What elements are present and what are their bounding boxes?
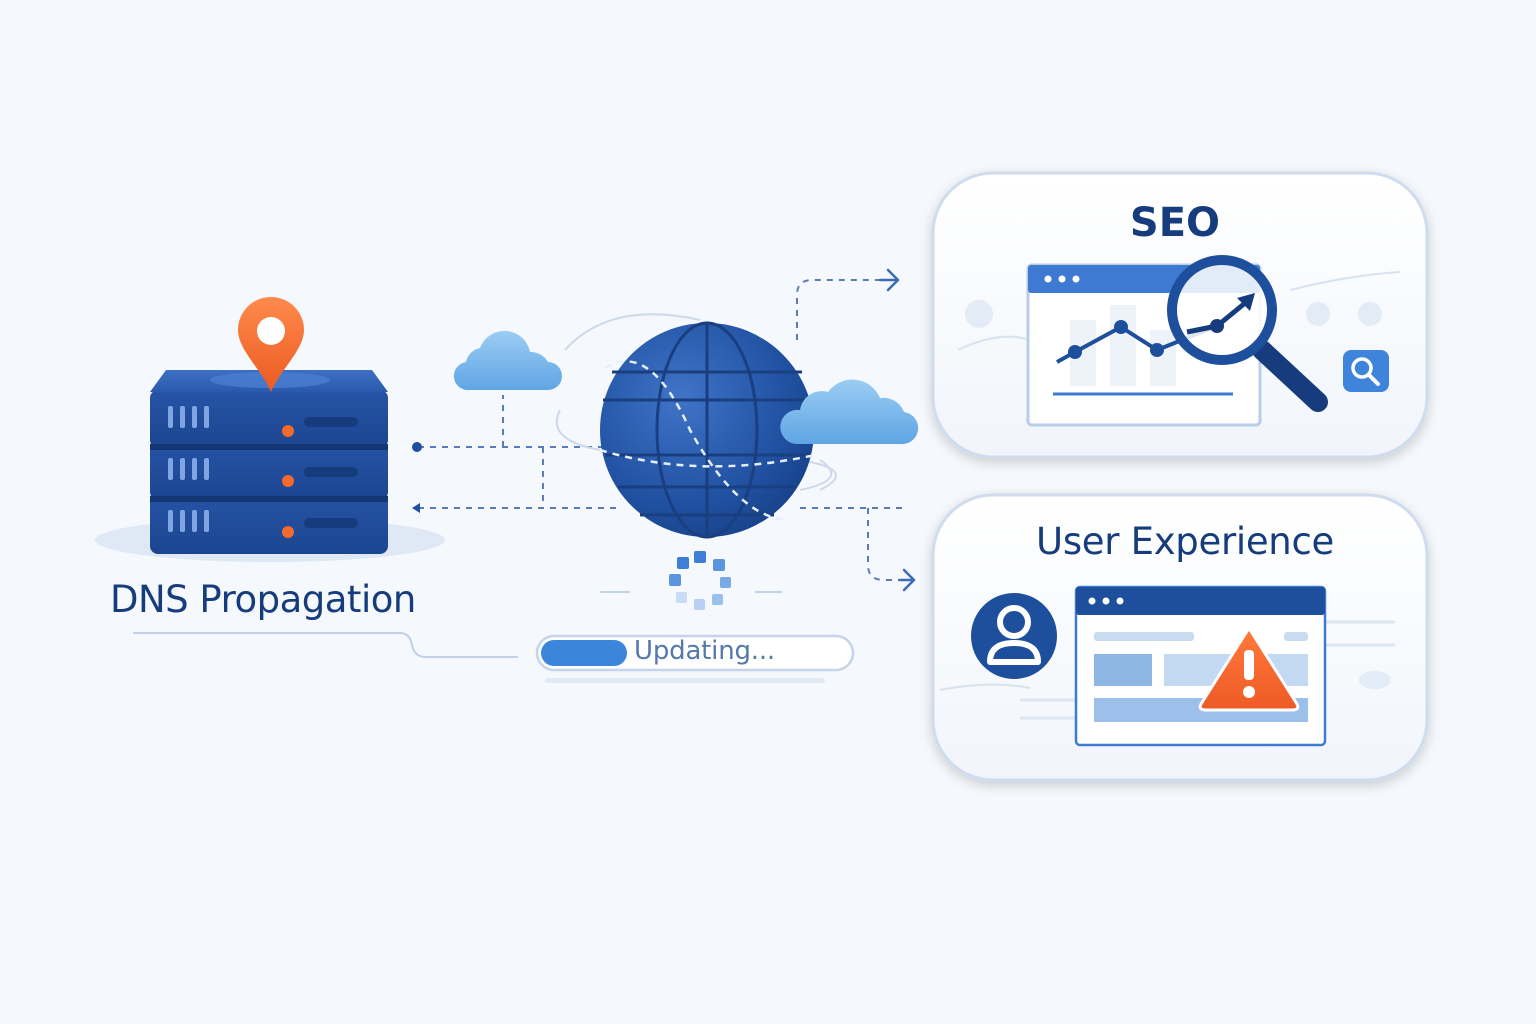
progress-status-text: Updating... <box>634 636 775 666</box>
loading-spinner-icon <box>600 551 782 610</box>
progress-fill <box>541 640 627 666</box>
user-experience-label: User Experience <box>1036 520 1334 563</box>
user-avatar-icon <box>971 593 1057 679</box>
globe-icon <box>599 321 833 539</box>
magnifier-icon <box>1167 255 1328 412</box>
progress-bar <box>535 634 855 683</box>
user-experience-panel <box>931 493 1429 782</box>
cloud-icon <box>780 379 919 445</box>
cloud-icon <box>453 330 562 391</box>
map-pin-icon <box>238 297 304 392</box>
seo-panel <box>931 171 1429 459</box>
seo-label: SEO <box>1129 200 1221 246</box>
warning-icon <box>1198 626 1300 712</box>
server-stack-icon <box>95 370 445 562</box>
search-icon <box>1343 350 1389 392</box>
arrow-right-icon <box>878 268 916 592</box>
connector-dot <box>412 442 422 452</box>
dns-propagation-label: DNS Propagation <box>110 578 416 621</box>
connector-arrowhead <box>412 503 420 513</box>
browser-window-icon <box>1074 585 1327 747</box>
